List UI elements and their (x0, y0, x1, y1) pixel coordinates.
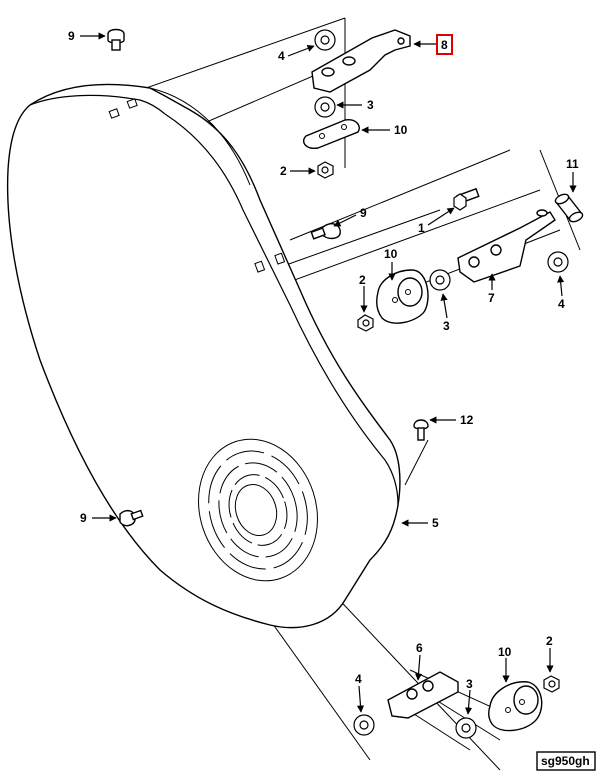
belt-guard-cover (6, 83, 401, 629)
callout-11: 11 (566, 157, 579, 171)
bracket-8 (311, 29, 411, 93)
callout-9-low: 9 (80, 511, 87, 525)
bolt-9-top (107, 28, 125, 51)
spacer-11 (554, 193, 584, 223)
callout-7: 7 (488, 291, 495, 305)
callout-2-mid: 2 (359, 273, 366, 287)
plate-10-bot (487, 681, 543, 732)
nut-2-mid (357, 314, 374, 332)
washer-4-mid (547, 251, 569, 273)
callout-9-mid: 9 (360, 206, 367, 220)
callout-4-mid: 4 (558, 297, 565, 311)
washer-3-bot (455, 717, 477, 739)
plate-10-mid (376, 269, 429, 324)
nut-2-top (317, 161, 334, 179)
bolt-12 (413, 419, 429, 441)
callout-3-bot: 3 (466, 677, 473, 691)
callout-5: 5 (432, 516, 439, 530)
callout-2-top: 2 (280, 164, 287, 178)
callout-3-mid: 3 (443, 319, 450, 333)
screw-1 (453, 187, 480, 211)
callout-10-mid: 10 (384, 247, 398, 261)
callout-1: 1 (418, 221, 425, 235)
nut-2-bot (543, 675, 560, 693)
callout-2-bot: 2 (546, 634, 553, 648)
callout-9-top: 9 (68, 29, 75, 43)
callout-3-top: 3 (367, 98, 374, 112)
callout-labels: 9 4 8 3 10 2 9 11 1 10 2 3 7 4 12 9 5 6 … (68, 29, 579, 691)
bolt-9-mid (310, 223, 341, 240)
callout-10-bot: 10 (498, 645, 512, 659)
washer-4-bot (353, 714, 375, 736)
callout-6: 6 (416, 641, 423, 655)
callout-4-bot: 4 (355, 672, 362, 686)
plate-10-top (302, 118, 360, 150)
diagram-code: sg950gh (541, 754, 590, 768)
washer-4-top (314, 29, 336, 51)
callout-10-top: 10 (394, 123, 408, 137)
callout-8-highlight (436, 34, 453, 55)
callout-12: 12 (460, 413, 474, 427)
washer-3-top (314, 96, 336, 118)
callout-leaders (80, 32, 577, 715)
bracket-7 (457, 209, 556, 283)
diagram-code-box: sg950gh (536, 751, 596, 771)
callout-4-top: 4 (278, 49, 285, 63)
washer-3-mid (429, 269, 451, 291)
bolt-9-low (119, 509, 144, 527)
bracket-6 (387, 671, 459, 719)
callout-8: 8 (441, 38, 448, 52)
